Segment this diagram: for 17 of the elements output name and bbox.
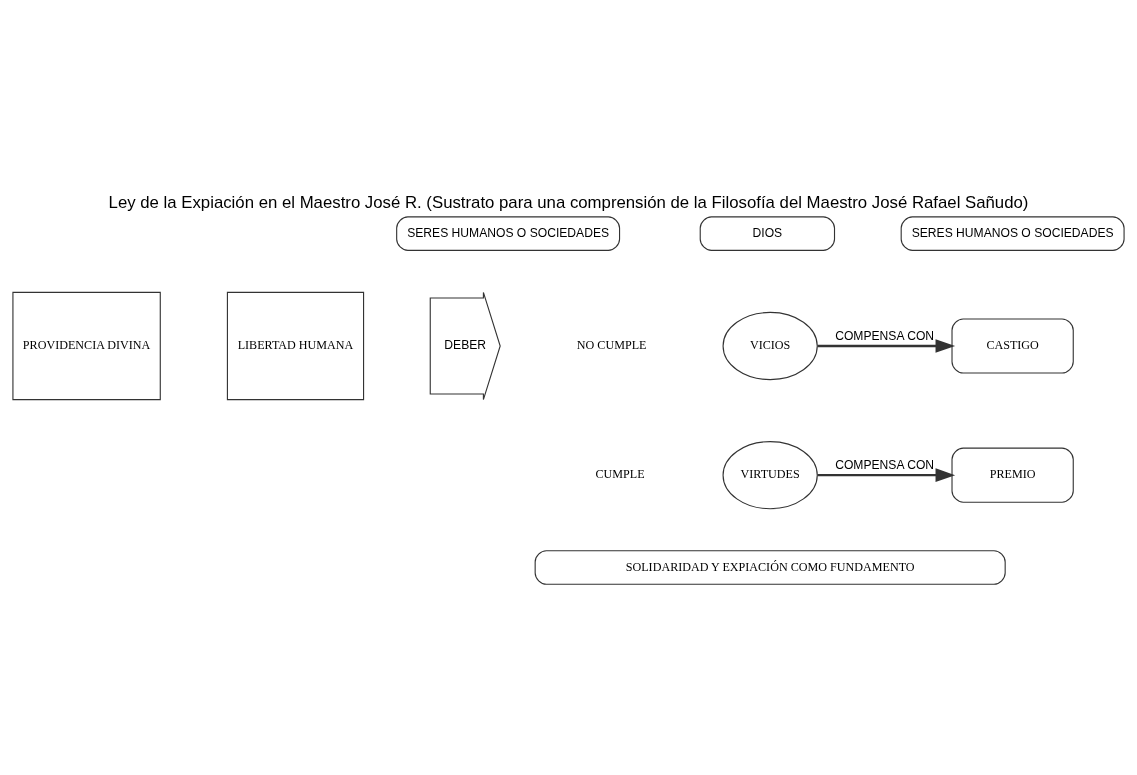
label: CUMPLE	[595, 467, 645, 482]
edge-label: COMPENSA CON	[835, 328, 935, 343]
node-box: PREMIO	[951, 447, 1074, 503]
edge-label: COMPENSA CON	[835, 458, 935, 473]
label: NO CUMPLE	[576, 338, 647, 353]
node-box: PROVIDENCIA DIVINA	[12, 291, 161, 401]
node-box: SERES HUMANOS O SOCIEDADES	[900, 216, 1125, 251]
arrow	[817, 339, 956, 353]
node-ellipse: VICIOS	[722, 311, 818, 381]
diagram-title: Ley de la Expiación en el Maestro José R. (Sustrato para una comprensión de la Filosofía del Maestro José Rafael Sañudo)	[108, 192, 1029, 212]
node-box: CASTIGO	[951, 318, 1074, 374]
node-box: SERES HUMANOS O SOCIEDADES	[396, 216, 621, 251]
node-box: LIBERTAD HUMANA	[226, 291, 365, 401]
node-box: DIOS	[699, 216, 836, 251]
arrow	[817, 468, 956, 483]
node-box: SOLIDARIDAD Y EXPIACIÓN COMO FUNDAMENTO	[534, 550, 1006, 585]
node-ellipse: VIRTUDES	[722, 441, 818, 510]
